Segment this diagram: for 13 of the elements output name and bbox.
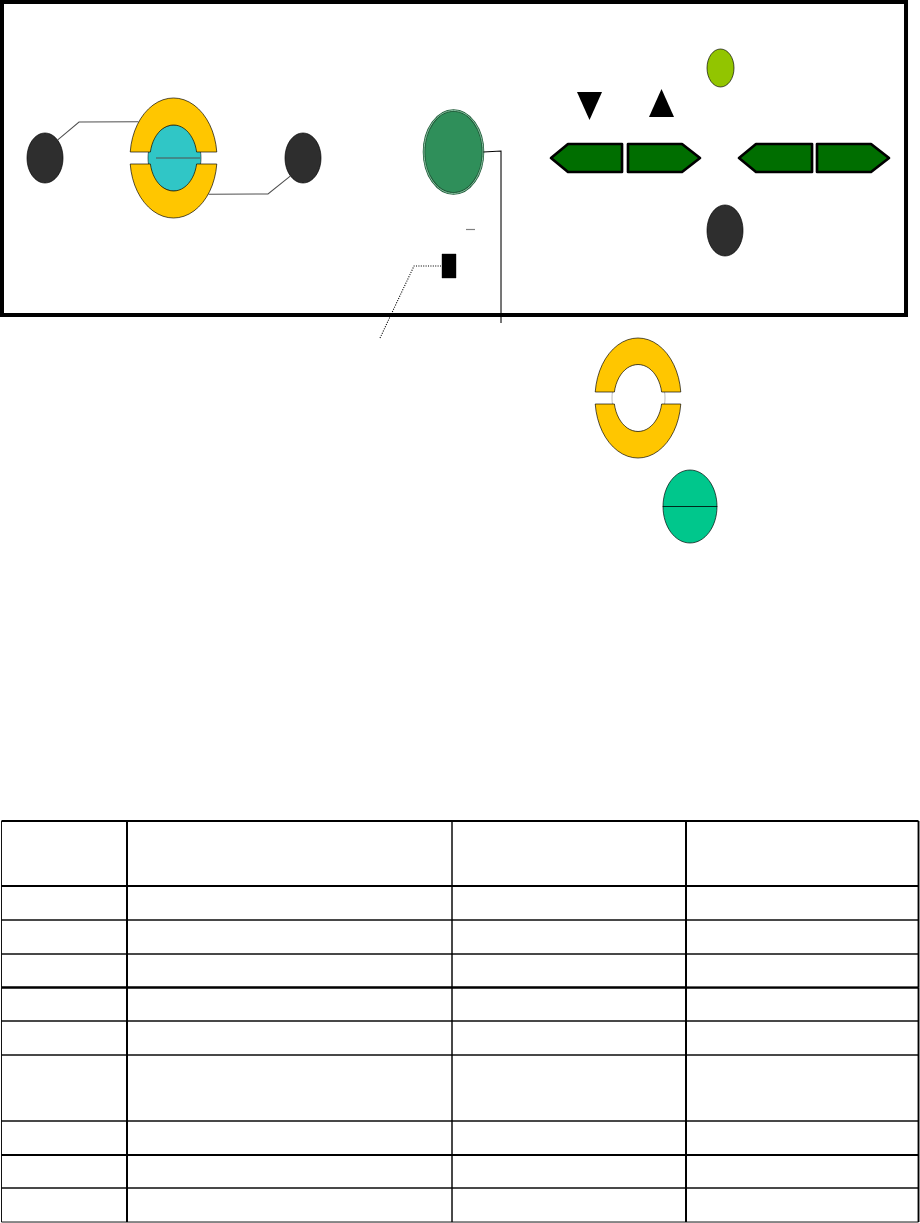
indicator-light bbox=[26, 132, 64, 184]
indicator-light bbox=[706, 48, 735, 88]
leader-line bbox=[207, 175, 291, 195]
indicator-light bbox=[284, 132, 322, 184]
leader-line bbox=[482, 150, 502, 324]
oval-button bbox=[422, 109, 485, 195]
small-block bbox=[441, 253, 457, 279]
indicator-light bbox=[706, 204, 744, 257]
ring-button bbox=[129, 97, 218, 219]
leader-line bbox=[57, 121, 140, 141]
split-ring bbox=[594, 337, 682, 459]
oval-button bbox=[662, 469, 718, 544]
leader-line bbox=[379, 265, 443, 339]
